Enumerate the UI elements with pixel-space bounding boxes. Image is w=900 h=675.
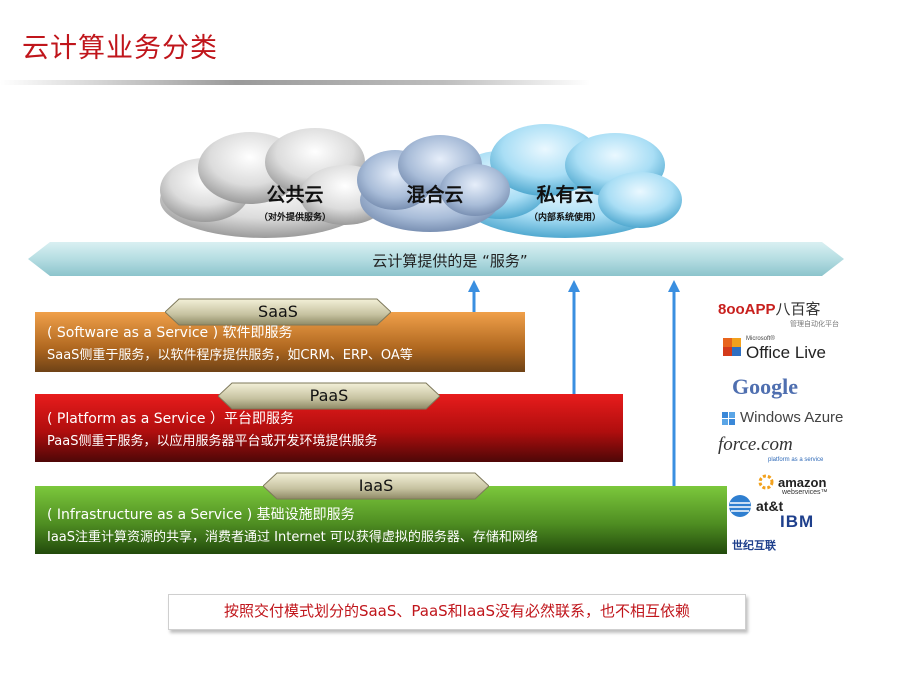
booapp-logo: 8ooAPP八百客 bbox=[718, 298, 821, 319]
force-sub: platform as a service bbox=[768, 457, 824, 463]
windows-azure-logo: Windows Azure bbox=[740, 409, 844, 426]
vendor-logos: 8ooAPP八百客 管理自动化平台 Microsoft® Office Live… bbox=[712, 292, 862, 564]
att-globe-icon bbox=[728, 494, 752, 518]
saas-line2: SaaS侧重于服务，以软件程序提供服务，如CRM、ERP、OA等 bbox=[47, 348, 413, 363]
amazon-logo: amazon bbox=[778, 475, 827, 490]
ibm-logo: IBM bbox=[780, 512, 815, 531]
office-icon bbox=[722, 336, 742, 358]
title-divider bbox=[0, 80, 590, 85]
iaas-line2: IaaS注重计算资源的共享，消费者通过 Internet 可以获得虚拟的服务器、… bbox=[47, 530, 538, 545]
iaas-tag: IaaS bbox=[263, 472, 489, 500]
paas-line2: PaaS侧重于服务，以应用服务器平台或开发环境提供服务 bbox=[47, 434, 378, 449]
hybrid-cloud-label: 混合云 bbox=[406, 184, 464, 206]
office-live-logo: Office Live bbox=[746, 343, 827, 362]
arrow-iaas bbox=[668, 280, 680, 486]
windows-icon bbox=[722, 412, 736, 426]
amazon-sub: webservices™ bbox=[782, 489, 828, 496]
public-cloud-shape bbox=[160, 128, 390, 238]
private-cloud: 私有云 （内部系统使用） bbox=[510, 180, 620, 223]
booapp-sub: 管理自动化平台 bbox=[790, 321, 839, 328]
saas-tag: SaaS bbox=[165, 298, 391, 326]
office-small: Microsoft® bbox=[746, 336, 775, 342]
cloud-graphic bbox=[160, 124, 682, 238]
att-logo: at&t bbox=[756, 498, 784, 514]
private-cloud-sub: （内部系统使用） bbox=[528, 213, 601, 223]
paas-tag-label: PaaS bbox=[309, 386, 349, 405]
banner-text: 云计算提供的是 “服务” bbox=[372, 252, 528, 270]
force-logo: force.com bbox=[718, 434, 793, 455]
arrow-saas bbox=[468, 280, 480, 312]
saas-line1: ( Software as a Service ) 软件即服务 bbox=[47, 325, 293, 341]
shiji-logo: 世纪互联 bbox=[732, 540, 776, 552]
public-cloud-label: 公共云 bbox=[266, 184, 324, 206]
private-cloud-label: 私有云 bbox=[536, 184, 594, 206]
booapp-logo-cn: 八百客 bbox=[775, 301, 821, 318]
arrow-paas bbox=[568, 280, 580, 394]
amazon-icon bbox=[758, 474, 774, 490]
public-cloud: 公共云 （对外提供服务） bbox=[240, 180, 350, 223]
paas-tag: PaaS bbox=[218, 382, 440, 410]
booapp-logo-text: 8ooAPP bbox=[718, 301, 776, 318]
paas-line1: ( Platform as a Service ）平台即服务 bbox=[47, 411, 294, 427]
saas-tag-label: SaaS bbox=[258, 302, 298, 321]
hybrid-cloud: 混合云 bbox=[385, 180, 485, 207]
service-banner bbox=[28, 242, 844, 276]
note-box: 按照交付模式划分的SaaS、PaaS和IaaS没有必然联系，也不相互依赖 bbox=[168, 594, 746, 630]
iaas-tag-label: IaaS bbox=[358, 476, 394, 495]
google-logo: Google bbox=[732, 374, 798, 399]
page-title: 云计算业务分类 bbox=[22, 33, 218, 64]
hybrid-cloud-shape bbox=[357, 135, 510, 232]
public-cloud-sub: （对外提供服务） bbox=[258, 213, 331, 223]
iaas-line1: ( Infrastructure as a Service ) 基础设施即服务 bbox=[47, 507, 355, 523]
